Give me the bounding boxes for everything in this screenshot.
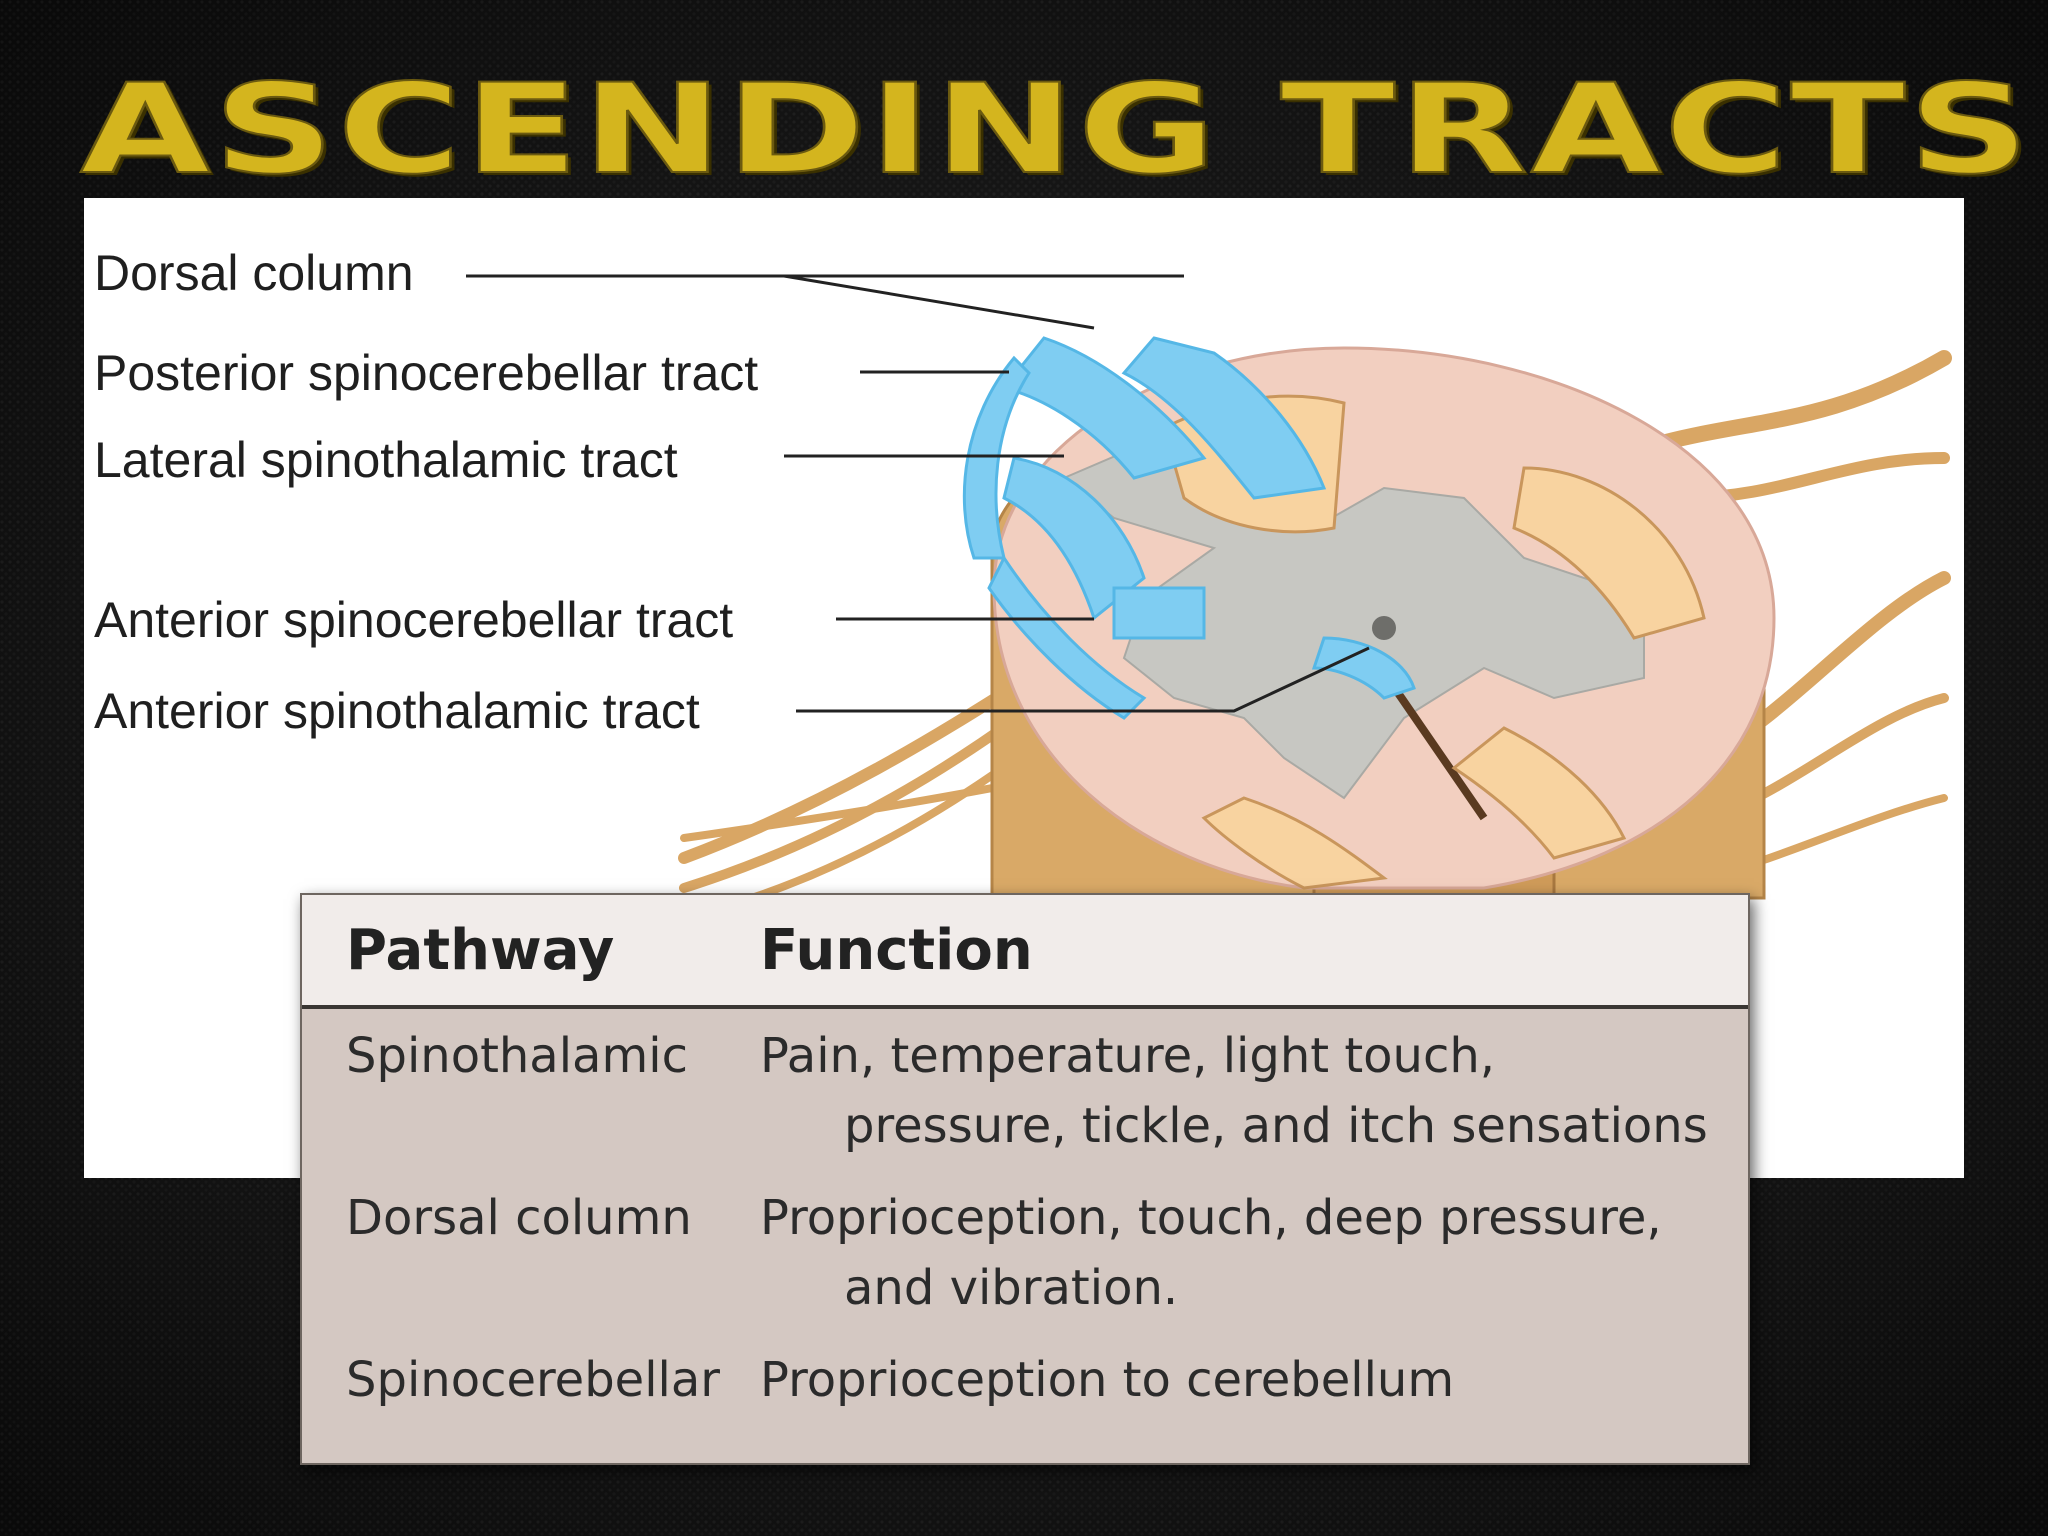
anterior-spinothalamic xyxy=(1311,636,1416,700)
label-anterior-spinothalamic: Anterior spinothalamic tract xyxy=(94,683,700,739)
row-1-function-line-1: Pain, temperature, light touch, xyxy=(760,1028,1496,1084)
label-lateral-spinothalamic: Lateral spinothalamic tract xyxy=(94,432,678,488)
spinal-cord-diagram: Dorsal column Posterior spinocerebellar … xyxy=(84,198,1964,1178)
slide-title: ASCENDING TRACTS xyxy=(79,58,2033,202)
anterior-spinocerebellar xyxy=(987,555,1147,720)
table-header: Pathway Function xyxy=(302,895,1748,1009)
label-anterior-spinocerebellar: Anterior spinocerebellar tract xyxy=(94,592,734,648)
row-2-function: Proprioception, touch, deep pressure, an… xyxy=(760,1183,1662,1323)
leader-lines xyxy=(466,274,1370,713)
row-1-function-line-2: pressure, tickle, and itch sensations xyxy=(844,1098,1708,1154)
ascending-tracts xyxy=(962,336,1416,720)
row-3-function: Proprioception to cerebellum xyxy=(760,1345,1454,1415)
spinal-cord-illustration xyxy=(466,274,1952,922)
pathway-function-table: Pathway Function Spinothalamic Pain, tem… xyxy=(300,893,1750,1465)
row-2-function-line-2: and vibration. xyxy=(844,1260,1179,1316)
label-posterior-spinocerebellar: Posterior spinocerebellar tract xyxy=(94,345,759,401)
row-3-function-line-1: Proprioception to cerebellum xyxy=(760,1352,1455,1408)
label-dorsal-column: Dorsal column xyxy=(94,245,414,301)
row-3-pathway: Spinocerebellar xyxy=(346,1352,721,1408)
header-function: Function xyxy=(760,918,1033,983)
anterior-spinocerebellar-b xyxy=(1112,586,1206,640)
row-2-pathway: Dorsal column xyxy=(346,1190,692,1246)
row-1-function: Pain, temperature, light touch, pressure… xyxy=(760,1021,1708,1161)
dorsal-column-tract xyxy=(1121,336,1327,500)
dorsal-column-tract-b xyxy=(1001,336,1207,480)
row-2-function-line-1: Proprioception, touch, deep pressure, xyxy=(760,1190,1662,1246)
header-pathway: Pathway xyxy=(346,918,615,983)
row-1-pathway: Spinothalamic xyxy=(346,1028,688,1084)
central-canal xyxy=(1372,616,1396,640)
